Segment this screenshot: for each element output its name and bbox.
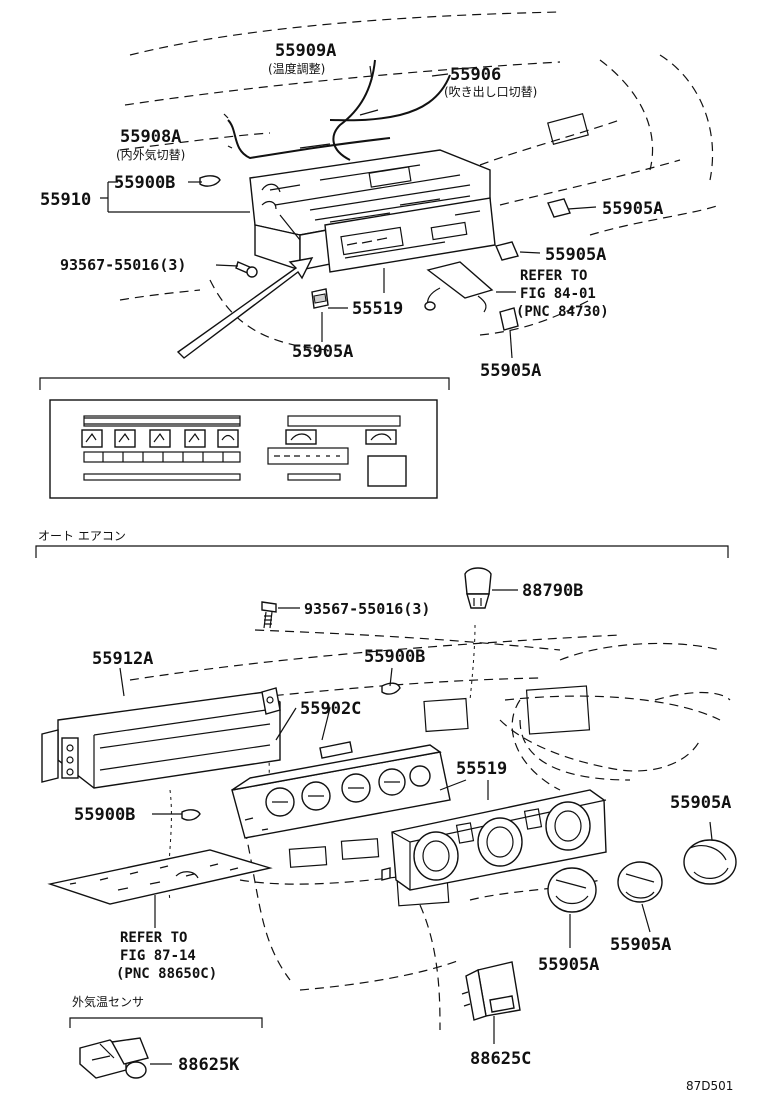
label-55900B-mid: 55900B xyxy=(364,647,425,667)
vent-foot-icon xyxy=(149,429,171,448)
panel-inset xyxy=(39,377,450,499)
auto-ac-caption: オート エアコン xyxy=(38,529,126,543)
leader-lines-bottom xyxy=(119,589,713,1065)
control-unit-55902C xyxy=(231,741,451,839)
ref-top-line2: FIG 84-01 xyxy=(520,286,596,302)
ref-top-line3: (PNC 84730) xyxy=(516,304,609,320)
label-55902C: 55902C xyxy=(300,699,361,719)
control-cables xyxy=(223,59,451,161)
label-55905A-tr2: 55905A xyxy=(545,245,606,265)
knob-55905A-b1 xyxy=(547,867,597,913)
fresh-air-icon xyxy=(365,429,397,445)
sensor-caption: 外気温センサ xyxy=(72,994,144,1009)
label-55908A: 55908A xyxy=(120,127,181,147)
diagram-code: 87D501 xyxy=(686,1079,733,1093)
defrost-icon xyxy=(217,429,239,448)
note-55908A: (内外気切替) xyxy=(116,147,185,162)
label-55909A: 55909A xyxy=(275,41,336,61)
switch-connector-88625C xyxy=(461,961,521,1021)
label-55906: 55906 xyxy=(450,65,501,85)
control-face-panel-top xyxy=(324,197,496,273)
label-55905A-br: 55905A xyxy=(480,361,541,381)
auto-ac-bracket xyxy=(35,545,729,558)
clip-55900B-top xyxy=(199,175,221,187)
control-face-panel-bottom xyxy=(381,789,607,891)
note-55909A: (温度調整) xyxy=(268,61,325,76)
clip-55900B-left xyxy=(181,809,201,821)
ref-top-line1: REFER TO xyxy=(520,268,587,284)
push-button-88790B xyxy=(464,567,492,609)
labels: 55909A (温度調整) 55906 (吹き出し口切替) 55908A (内外… xyxy=(38,41,733,1093)
vent-footdef-icon xyxy=(184,429,206,448)
clip-55900B-mid xyxy=(381,682,401,695)
bulb-harness xyxy=(424,261,494,313)
label-bolt-top: 93567-55016(3) xyxy=(60,256,186,274)
direction-arrow xyxy=(176,257,314,359)
label-bolt-bottom: 93567-55016(3) xyxy=(304,600,430,618)
vent-face-icon xyxy=(81,429,103,448)
knob-55905A-b2 xyxy=(617,861,663,903)
duct-housing-55912A xyxy=(41,687,281,789)
recirc-icon xyxy=(285,429,317,445)
knob-55905A-right xyxy=(683,839,737,885)
ref-bottom-line2: FIG 87-14 xyxy=(120,948,196,964)
knob-55905A-left xyxy=(311,288,329,309)
label-88625C: 88625C xyxy=(470,1049,531,1069)
label-55910: 55910 xyxy=(40,190,91,210)
label-88625K: 88625K xyxy=(178,1055,240,1075)
label-55519-bottom: 55519 xyxy=(456,759,507,779)
mounting-plate xyxy=(47,849,273,905)
ref-bottom-line3: (PNC 88650C) xyxy=(116,966,217,982)
label-55905A-right: 55905A xyxy=(670,793,731,813)
label-55905A-b1: 55905A xyxy=(538,955,599,975)
dashboard-background-lines-bottom xyxy=(129,624,731,1031)
label-55900B-top: 55900B xyxy=(114,173,175,193)
knob-55905A-tr1 xyxy=(547,198,571,218)
label-55905A-b2: 55905A xyxy=(610,935,671,955)
label-55905A-tr1: 55905A xyxy=(602,199,663,219)
bolt-bottom xyxy=(261,601,277,629)
label-88790B: 88790B xyxy=(522,581,583,601)
dashboard-background-lines-top xyxy=(119,11,721,351)
ref-bottom-line1: REFER TO xyxy=(120,930,187,946)
label-55519-top: 55519 xyxy=(352,299,403,319)
note-55906: (吹き出し口切替) xyxy=(444,85,537,99)
label-55912A: 55912A xyxy=(92,649,153,669)
label-55905A-bl: 55905A xyxy=(292,342,353,362)
ambient-sensor-88625K xyxy=(69,1017,263,1079)
label-55900B-left: 55900B xyxy=(74,805,135,825)
knob-55905A-br xyxy=(499,307,519,331)
bolt-top xyxy=(235,261,258,278)
leader-lines-top xyxy=(100,65,597,359)
knob-55905A-tr2 xyxy=(495,241,519,261)
vent-bilevel-icon xyxy=(114,429,136,448)
